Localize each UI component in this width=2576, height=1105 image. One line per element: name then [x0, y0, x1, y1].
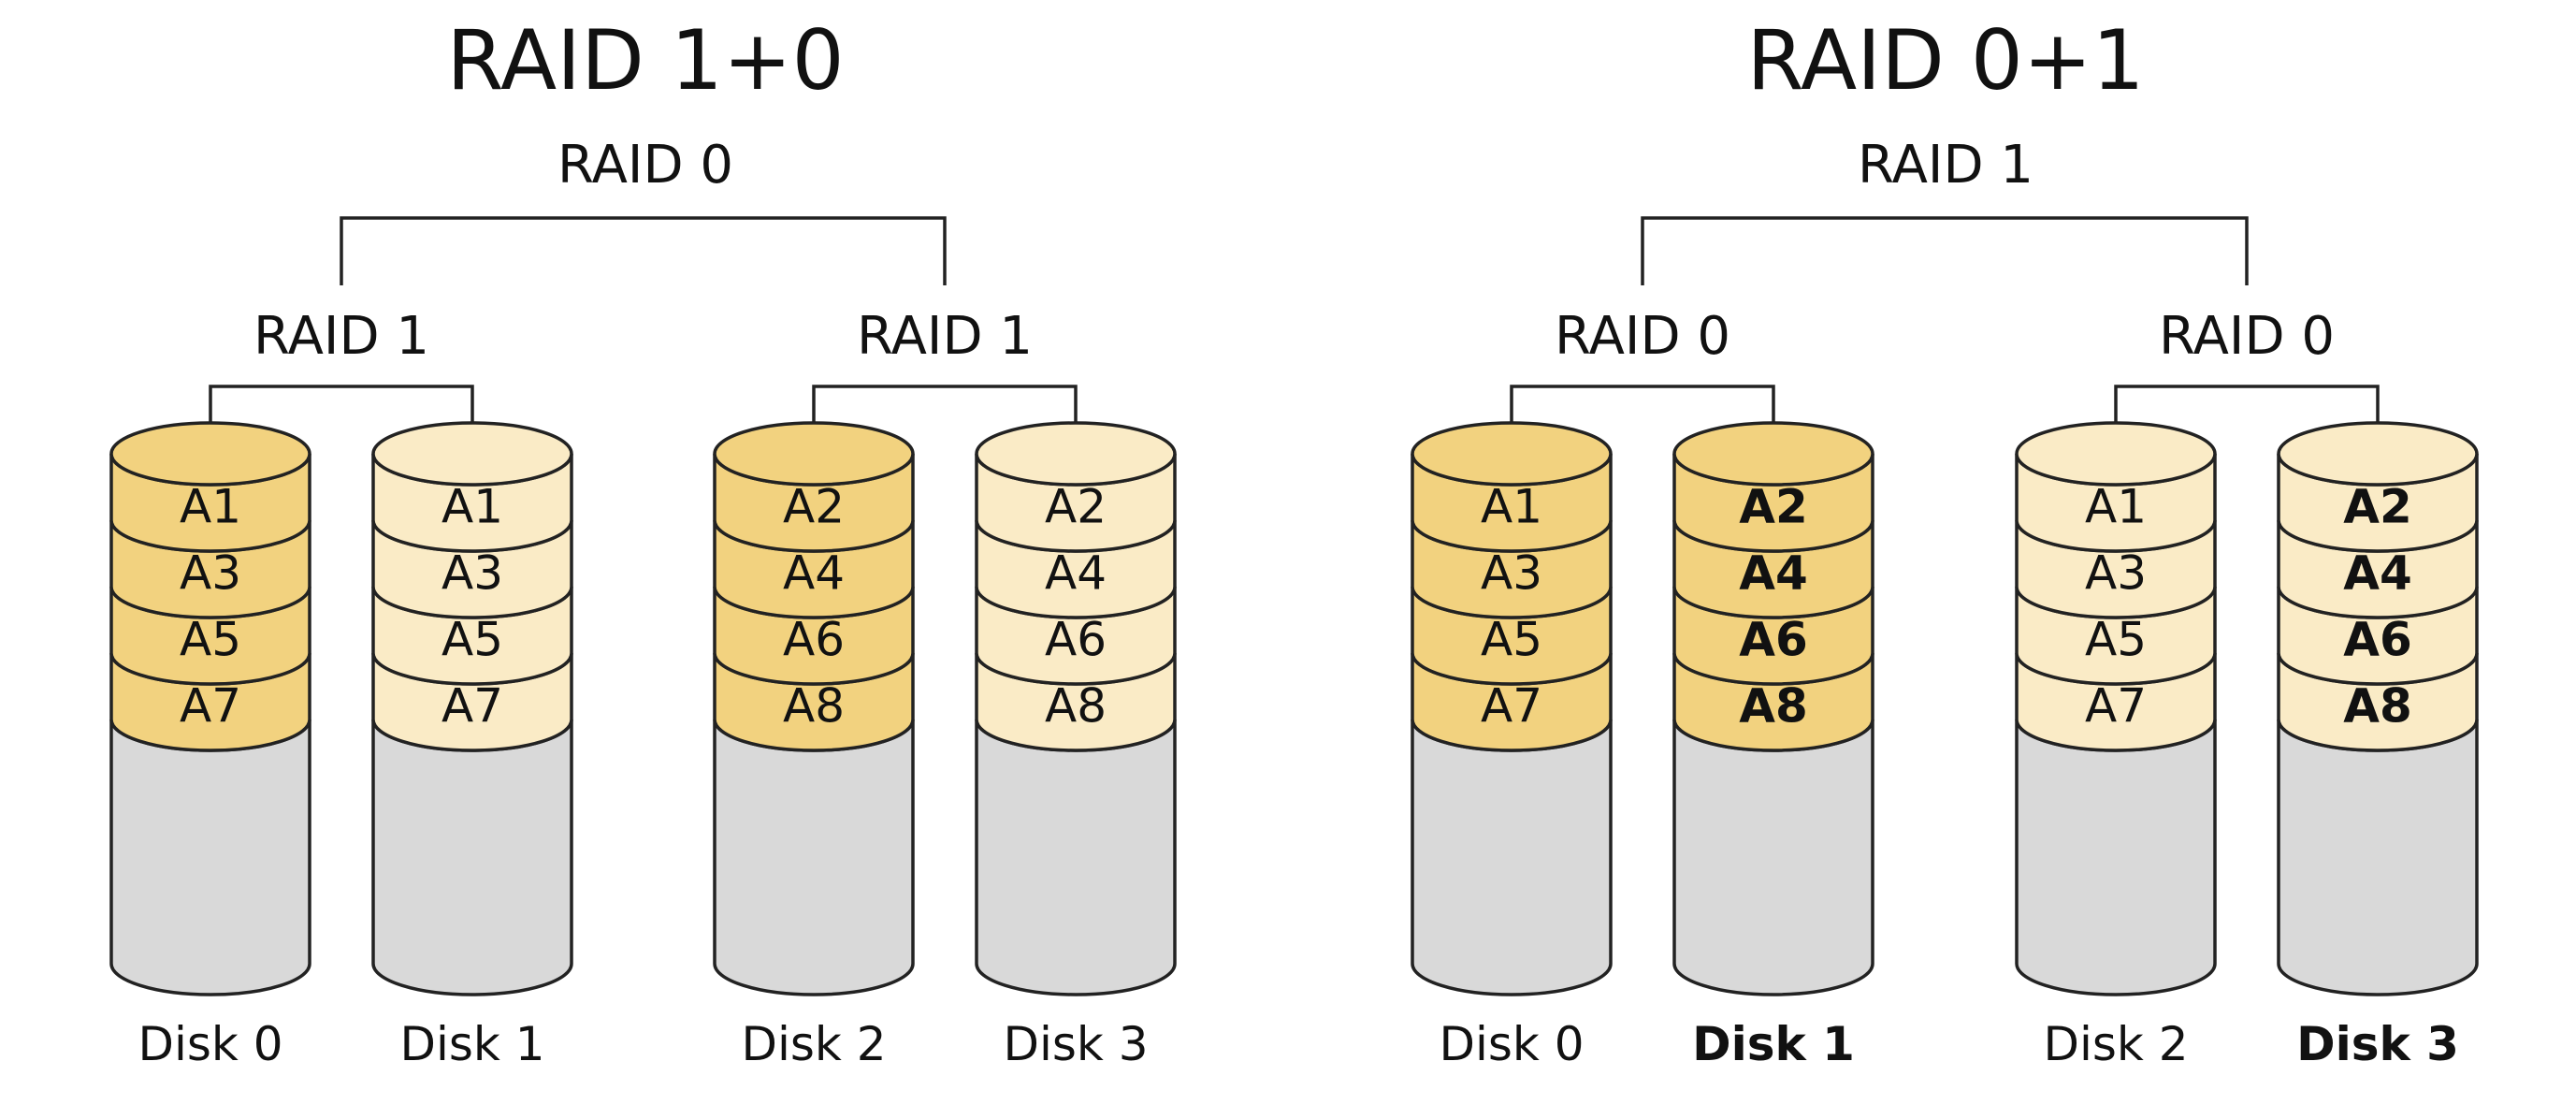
group-raid-label: RAID 1: [253, 306, 429, 367]
disk-top-cap: [1411, 421, 1613, 487]
disk-top-cap: [371, 421, 573, 487]
diagram-title: RAID 1+0: [446, 12, 844, 109]
block-label: A1: [2085, 480, 2147, 534]
disk-empty-space: [1672, 719, 1874, 996]
disk-top-cap: [2277, 421, 2479, 487]
block-label: A6: [2343, 613, 2412, 667]
group-bracket: [209, 385, 474, 449]
block-label: A7: [441, 679, 503, 734]
disk-empty-space: [1411, 719, 1613, 996]
block-label: A5: [180, 613, 241, 667]
group-raid-label: RAID 0: [2159, 306, 2335, 367]
disk-empty-space: [109, 719, 311, 996]
block-label: A4: [2343, 546, 2412, 601]
block-label: A2: [1739, 480, 1808, 534]
disk-top-cap: [109, 421, 311, 487]
disk-empty-space: [2277, 719, 2479, 996]
block-label: A3: [180, 546, 241, 601]
group-raid-label: RAID 0: [1555, 306, 1730, 367]
block-label: A3: [1481, 546, 1542, 601]
disk-top-cap: [2015, 421, 2217, 487]
block-label: A5: [441, 613, 503, 667]
group-bracket: [812, 385, 1078, 449]
disk-top-cap: [713, 421, 915, 487]
disk-top-cap: [975, 421, 1177, 487]
block-label: A1: [441, 480, 503, 534]
top-bracket: [1641, 216, 2249, 285]
block-label: A3: [441, 546, 503, 601]
top-level-raid-label: RAID 1: [1858, 135, 2033, 196]
block-label: A7: [2085, 679, 2147, 734]
block-label: A4: [783, 546, 845, 601]
disk-name-label: Disk 3: [1003, 1017, 1148, 1071]
disk-empty-space: [371, 719, 573, 996]
block-label: A2: [783, 480, 845, 534]
diagram-title: RAID 0+1: [1746, 12, 2144, 109]
top-bracket: [340, 216, 947, 285]
block-label: A8: [1045, 679, 1107, 734]
disk-name-label: Disk 1: [1692, 1017, 1855, 1071]
block-label: A3: [2085, 546, 2147, 601]
block-label: A8: [2343, 679, 2412, 734]
block-label: A1: [1481, 480, 1542, 534]
block-label: A5: [2085, 613, 2147, 667]
block-label: A6: [783, 613, 845, 667]
disk-name-label: Disk 0: [1439, 1017, 1584, 1071]
block-label: A7: [180, 679, 241, 734]
disk-name-label: Disk 2: [2043, 1017, 2188, 1071]
disk-name-label: Disk 2: [741, 1017, 886, 1071]
block-label: A6: [1045, 613, 1107, 667]
disk-empty-space: [2015, 719, 2217, 996]
block-label: A4: [1045, 546, 1107, 601]
block-label: A7: [1481, 679, 1542, 734]
block-label: A2: [2343, 480, 2412, 534]
block-label: A4: [1739, 546, 1808, 601]
block-label: A6: [1739, 613, 1808, 667]
block-label: A2: [1045, 480, 1107, 534]
group-raid-label: RAID 1: [857, 306, 1033, 367]
disk-empty-space: [713, 719, 915, 996]
block-label: A5: [1481, 613, 1542, 667]
disk-empty-space: [975, 719, 1177, 996]
disk-name-label: Disk 3: [2296, 1017, 2459, 1071]
disk-name-label: Disk 1: [399, 1017, 544, 1071]
group-bracket: [2114, 385, 2380, 449]
group-bracket: [1510, 385, 1775, 449]
disk-top-cap: [1672, 421, 1874, 487]
top-level-raid-label: RAID 0: [557, 135, 733, 196]
block-label: A1: [180, 480, 241, 534]
block-label: A8: [1739, 679, 1808, 734]
block-label: A8: [783, 679, 845, 734]
disk-name-label: Disk 0: [137, 1017, 282, 1071]
